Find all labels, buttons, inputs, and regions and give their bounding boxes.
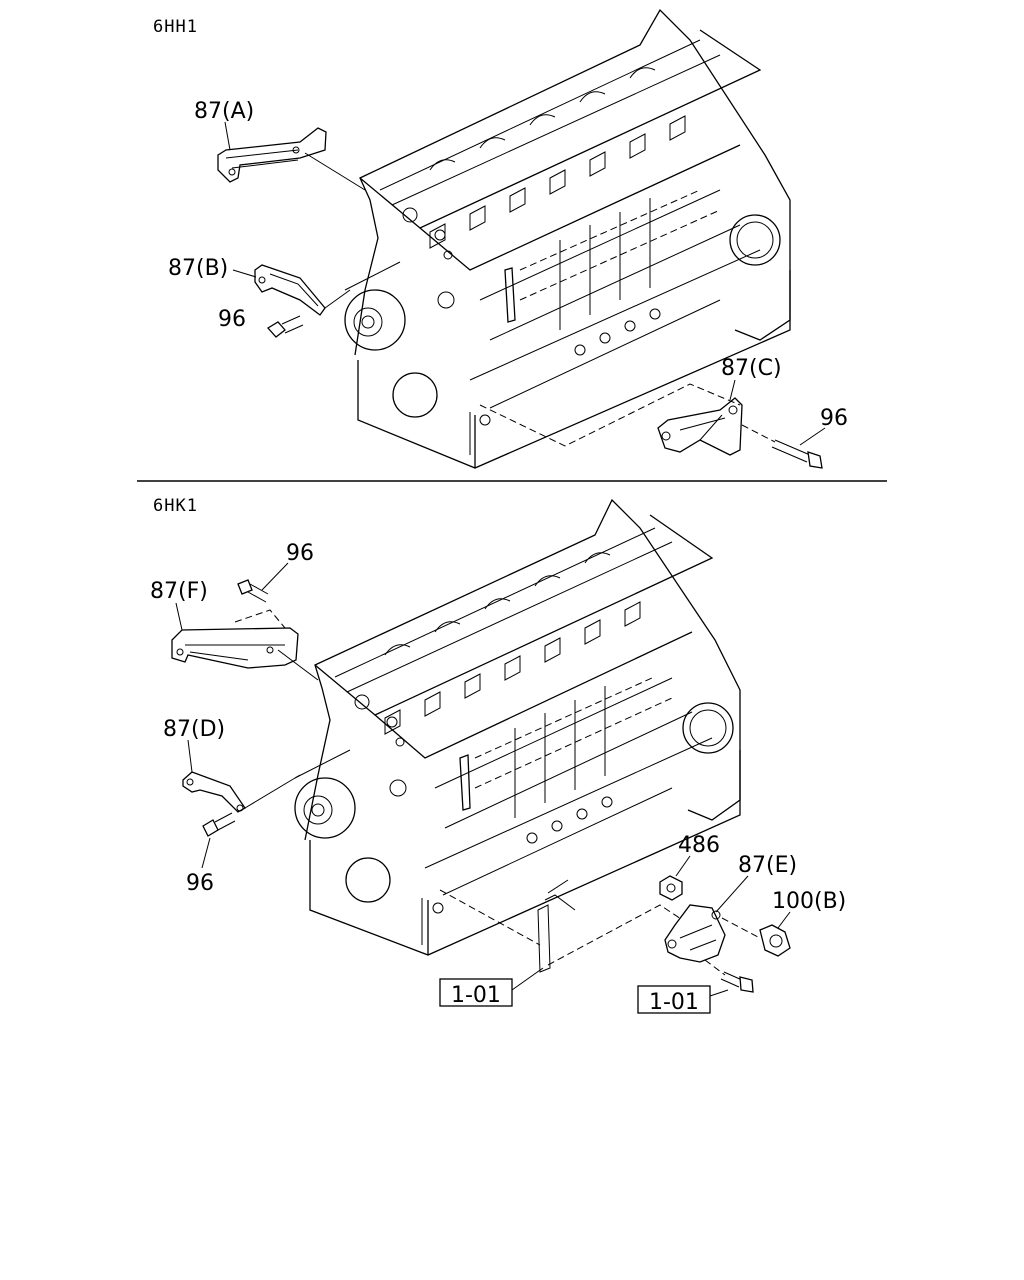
front-bracket-6hk1 — [439, 879, 691, 973]
label-87a: 87(A) — [194, 99, 254, 124]
label-100b: 100(B) — [772, 889, 846, 914]
section-6hk1: 6HK1 — [150, 496, 846, 1015]
bracket-87d — [182, 771, 301, 813]
ref-box-left: 1-01 — [439, 967, 544, 1008]
bracket-87a — [217, 127, 366, 191]
engine-block-6hh1 — [344, 8, 791, 469]
bolt-87e — [704, 959, 754, 993]
label-87c: 87(C) — [721, 356, 782, 381]
bracket-87c — [657, 397, 743, 456]
bolt-96-right-6hh1 — [741, 424, 823, 469]
label-486: 486 — [678, 833, 720, 858]
section-6hh1: 6HH1 — [153, 8, 848, 469]
label-96-left-6hk1: 96 — [186, 871, 214, 896]
engine-block-6hk1 — [294, 498, 741, 956]
label-96-right-6hh1: 96 — [820, 406, 848, 431]
bracket-87e — [664, 904, 726, 963]
ref-box-right: 1-01 — [637, 985, 729, 1015]
bracket-87b — [254, 264, 351, 316]
sensor-100b — [721, 917, 791, 957]
label-87f: 87(F) — [150, 579, 208, 604]
bracket-87f — [171, 609, 319, 681]
engine-label-6hk1: 6HK1 — [153, 496, 198, 516]
bolt-96-left-6hh1 — [266, 315, 304, 338]
ref-label-right: 1-01 — [649, 990, 699, 1015]
nut-486 — [659, 875, 683, 901]
bolt-96-left-6hk1 — [202, 812, 236, 837]
engine-label-6hh1: 6HH1 — [153, 17, 198, 37]
label-87b: 87(B) — [168, 256, 228, 281]
label-87e: 87(E) — [738, 853, 797, 878]
label-87d: 87(D) — [163, 717, 225, 742]
bolt-96-top-6hk1 — [237, 579, 269, 603]
label-96-left-6hh1: 96 — [218, 307, 246, 332]
ref-label-left: 1-01 — [451, 983, 501, 1008]
label-96-top-6hk1: 96 — [286, 541, 314, 566]
